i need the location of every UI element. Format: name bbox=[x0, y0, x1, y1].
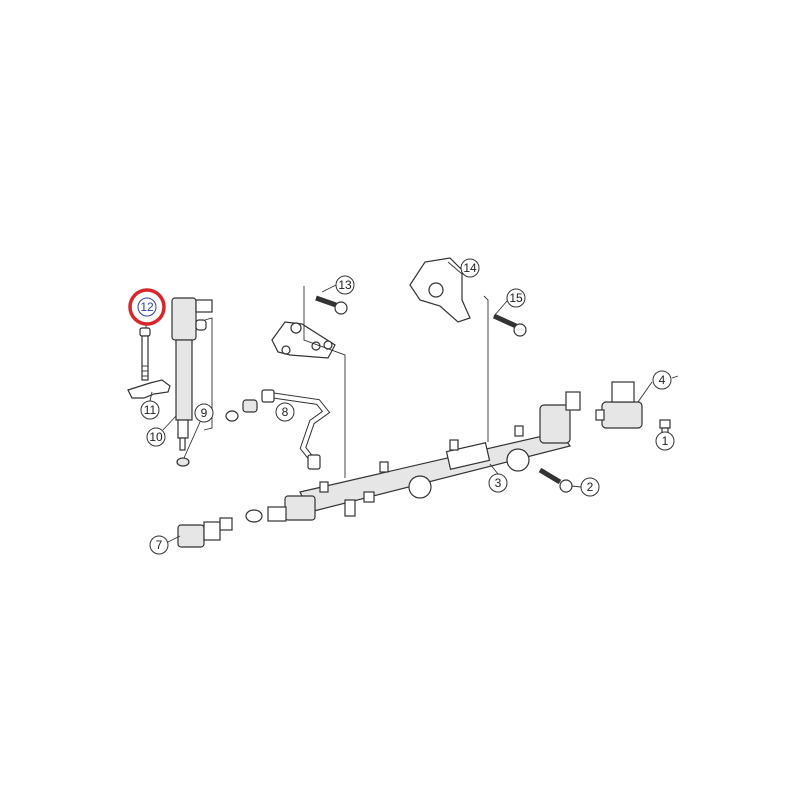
svg-text:1: 1 bbox=[662, 434, 669, 448]
svg-text:13: 13 bbox=[338, 278, 352, 292]
callout-1[interactable]: 1 bbox=[655, 431, 675, 451]
callout-11[interactable]: 11 bbox=[140, 400, 160, 420]
svg-text:2: 2 bbox=[587, 480, 594, 494]
callout-9[interactable]: 9 bbox=[194, 403, 214, 423]
svg-text:4: 4 bbox=[659, 373, 666, 387]
part-4-pressure-valve[interactable] bbox=[595, 381, 643, 429]
svg-text:12: 12 bbox=[140, 300, 154, 314]
svg-text:3: 3 bbox=[495, 476, 502, 490]
part-8-fuel-line[interactable] bbox=[225, 389, 331, 470]
svg-text:7: 7 bbox=[156, 538, 163, 552]
leader-lines bbox=[145, 261, 679, 543]
part-2-bolt[interactable] bbox=[538, 467, 573, 493]
callout-3[interactable]: 3 bbox=[488, 473, 508, 493]
part-11-clamp[interactable] bbox=[127, 379, 171, 399]
callout-2[interactable]: 2 bbox=[580, 477, 600, 497]
callout-15[interactable]: 15 bbox=[506, 288, 526, 308]
callout-12-highlighted[interactable]: 12 bbox=[128, 288, 166, 326]
svg-text:11: 11 bbox=[144, 403, 157, 417]
svg-text:14: 14 bbox=[463, 261, 477, 275]
svg-text:8: 8 bbox=[282, 405, 289, 419]
part-9-washer[interactable] bbox=[176, 457, 190, 467]
callout-10[interactable]: 10 bbox=[146, 427, 166, 447]
part-12-bolt[interactable] bbox=[139, 327, 151, 381]
part-15-bolt[interactable] bbox=[492, 313, 527, 337]
svg-text:10: 10 bbox=[149, 430, 163, 444]
callout-13[interactable]: 13 bbox=[335, 275, 355, 295]
callout-7[interactable]: 7 bbox=[149, 535, 169, 555]
callout-14[interactable]: 14 bbox=[460, 258, 480, 278]
part-10-injector[interactable] bbox=[171, 297, 213, 451]
highlight-ring bbox=[128, 288, 166, 326]
callout-4[interactable]: 4 bbox=[652, 370, 672, 390]
part-7-pressure-sensor[interactable] bbox=[177, 517, 233, 548]
svg-text:15: 15 bbox=[509, 291, 523, 305]
callout-8[interactable]: 8 bbox=[275, 402, 295, 422]
svg-text:9: 9 bbox=[201, 406, 208, 420]
part-3-fuel-rail[interactable] bbox=[245, 391, 581, 523]
part-13-bracket[interactable] bbox=[271, 295, 348, 359]
